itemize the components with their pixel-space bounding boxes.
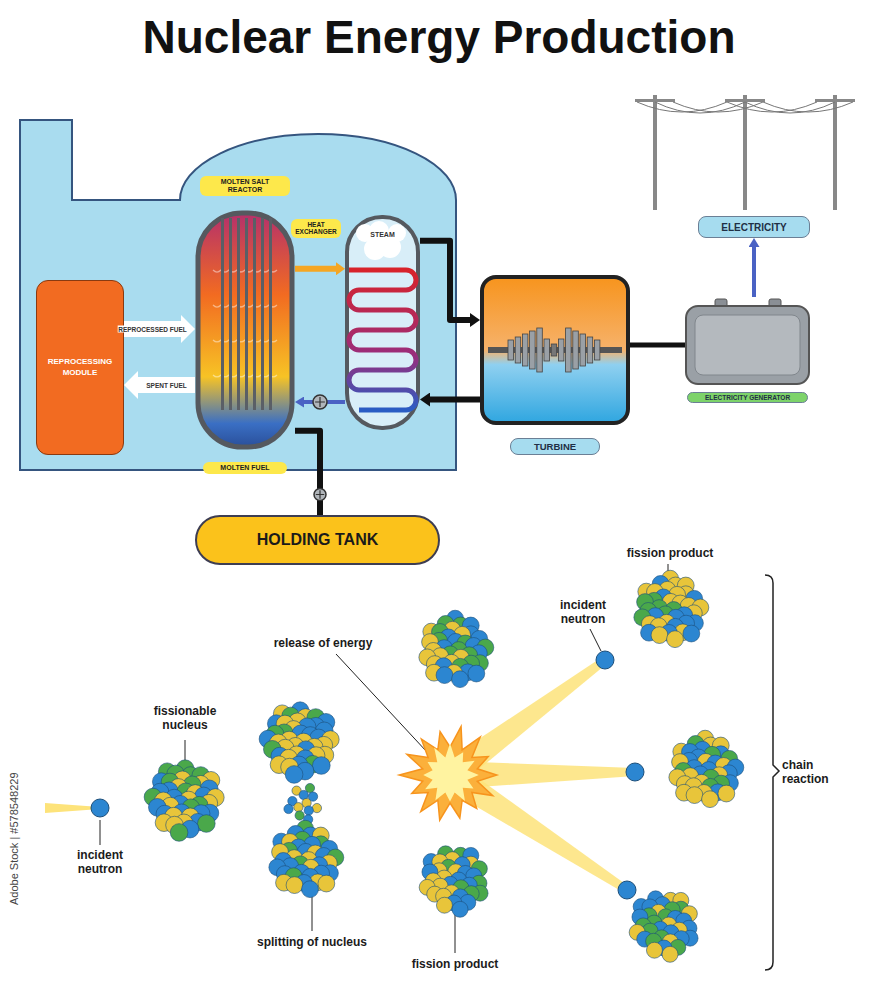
fission-illustration bbox=[45, 570, 744, 962]
fission-product-label: fission product bbox=[400, 957, 510, 971]
heat-exchanger-outline bbox=[345, 215, 420, 430]
heat-exchanger: HEAT EXCHANGERSTEAM bbox=[345, 215, 420, 430]
drain-pipe bbox=[295, 431, 320, 515]
nucleus bbox=[634, 570, 709, 647]
nucleus bbox=[629, 891, 698, 962]
nucleus bbox=[284, 783, 322, 824]
fuel-transfer-arrow bbox=[138, 377, 195, 393]
heat-pipe bbox=[295, 266, 336, 272]
neutron bbox=[626, 763, 644, 781]
output-name: ELECTRICITY bbox=[721, 222, 787, 233]
neutron-label: incident neutron bbox=[65, 848, 135, 877]
reprocessing-module: REPROCESSING MODULE bbox=[36, 280, 124, 455]
nucleus-label: fissionable nucleus bbox=[140, 704, 230, 733]
holding-tank: HOLDING TANK bbox=[195, 515, 440, 565]
power-lines bbox=[635, 95, 855, 210]
energy-burst bbox=[399, 727, 496, 821]
chain-reaction-bracket bbox=[765, 575, 779, 970]
nucleus bbox=[669, 730, 744, 807]
power-arrow bbox=[752, 247, 756, 297]
edge-label: REPROCESSED FUEL bbox=[117, 326, 188, 333]
reactor-vessel-outline bbox=[195, 210, 295, 450]
pump-valve-mark bbox=[315, 397, 325, 407]
neutron bbox=[91, 799, 109, 817]
splitting-label: splitting of nucleus bbox=[242, 935, 382, 949]
turbine: TURBINE bbox=[480, 275, 630, 425]
fuel-label: MOLTEN FUEL bbox=[203, 462, 287, 474]
turbine-name: TURBINE bbox=[510, 438, 600, 455]
nucleus bbox=[269, 820, 344, 897]
leader-lines bbox=[100, 564, 668, 953]
nucleus bbox=[259, 702, 339, 783]
pump-valve-mark bbox=[316, 490, 324, 498]
electricity-output: ELECTRICITY bbox=[698, 216, 810, 238]
neutron bbox=[618, 881, 636, 899]
electricity-generator-outline bbox=[685, 305, 810, 385]
edge-label: SPENT FUEL bbox=[145, 382, 187, 389]
pump-valve bbox=[314, 489, 326, 501]
nucleus bbox=[419, 610, 494, 687]
electricity-generator: ELECTRICITY GENERATOR bbox=[685, 305, 810, 385]
turbine-outline bbox=[480, 275, 630, 425]
neutron-label: incident neutron bbox=[548, 598, 618, 627]
drive-shaft bbox=[630, 343, 685, 348]
fission-product-label: fission product bbox=[615, 546, 725, 560]
exchanger-name: HEAT EXCHANGER bbox=[291, 219, 341, 238]
pump-valve bbox=[313, 395, 327, 409]
generator-name: ELECTRICITY GENERATOR bbox=[687, 392, 808, 403]
steam-pipe bbox=[420, 241, 470, 320]
energy-burst bbox=[423, 743, 479, 801]
module-name: REPROCESSING MODULE bbox=[41, 357, 118, 378]
plant-building bbox=[20, 120, 456, 470]
return-pipe bbox=[430, 397, 480, 403]
neutron bbox=[596, 651, 614, 669]
reactor-vessel: MOLTEN SALT REACTORMOLTEN FUEL bbox=[195, 210, 295, 450]
nucleus bbox=[419, 846, 488, 917]
tank-name: HOLDING TANK bbox=[257, 531, 378, 549]
nucleus bbox=[144, 760, 224, 841]
title: Nuclear Energy Production bbox=[0, 10, 878, 64]
watermark: Adobe Stock | #578548229 bbox=[8, 745, 21, 905]
reactor-name: MOLTEN SALT REACTOR bbox=[200, 176, 290, 196]
energy-label: release of energy bbox=[258, 636, 388, 650]
steam-label: STEAM bbox=[345, 231, 420, 238]
chain-reaction-label: chain reaction bbox=[782, 758, 854, 787]
